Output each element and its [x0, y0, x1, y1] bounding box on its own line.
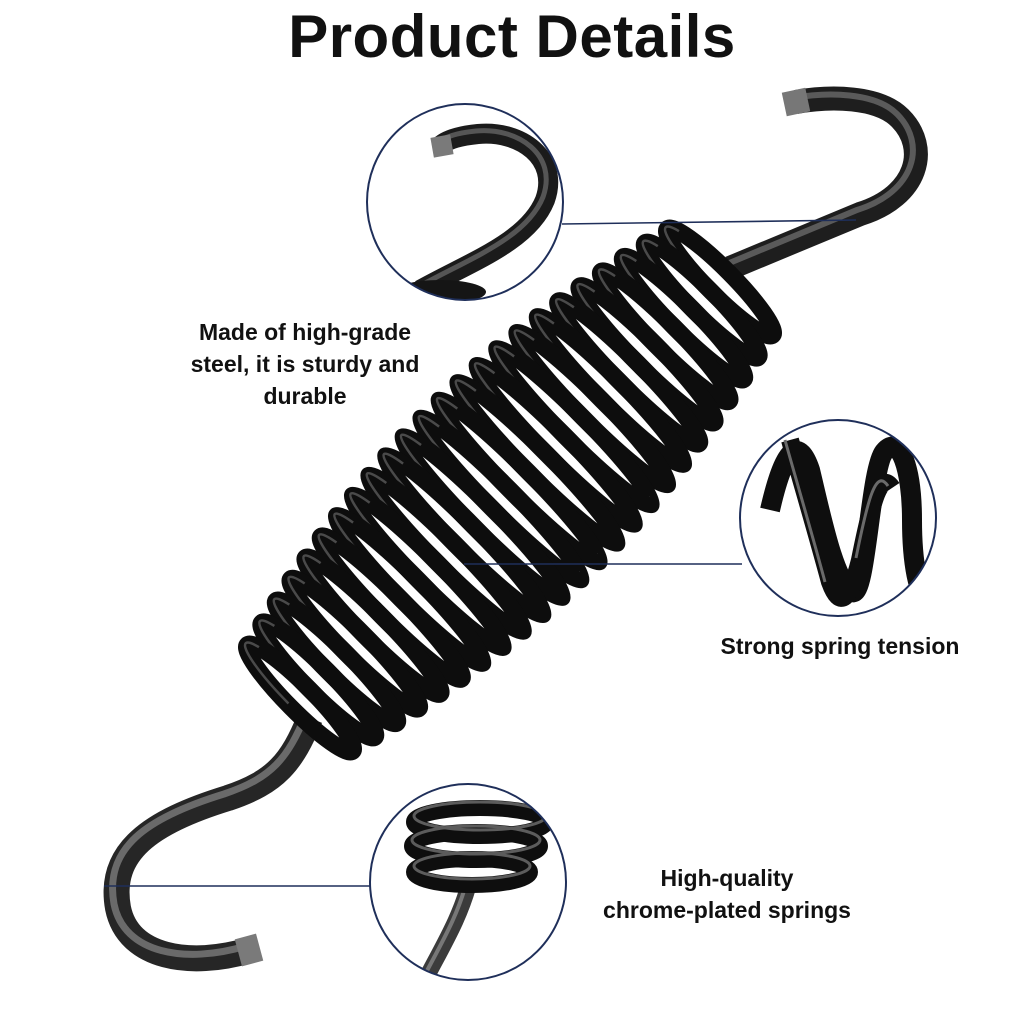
spring-coil — [237, 635, 363, 761]
page-title: Product Details — [288, 3, 736, 70]
coil-closeup-icon — [739, 419, 937, 617]
pointer-lines — [104, 219, 857, 887]
feature-caption-tension: Strong spring tension — [720, 633, 960, 659]
feature-caption-steel: Made of high-grade steel, it is sturdy a… — [190, 319, 420, 409]
upper-hook — [725, 86, 928, 280]
spring-coils — [237, 219, 783, 761]
spring-coil-highlight — [243, 641, 351, 749]
lower-hook — [103, 712, 323, 972]
pointer-line-hook — [561, 219, 857, 225]
spring-end-closeup-icon — [369, 783, 567, 981]
feature-caption-chrome: High-quality chrome-plated springs — [603, 865, 851, 923]
hook-closeup-icon — [366, 103, 564, 301]
